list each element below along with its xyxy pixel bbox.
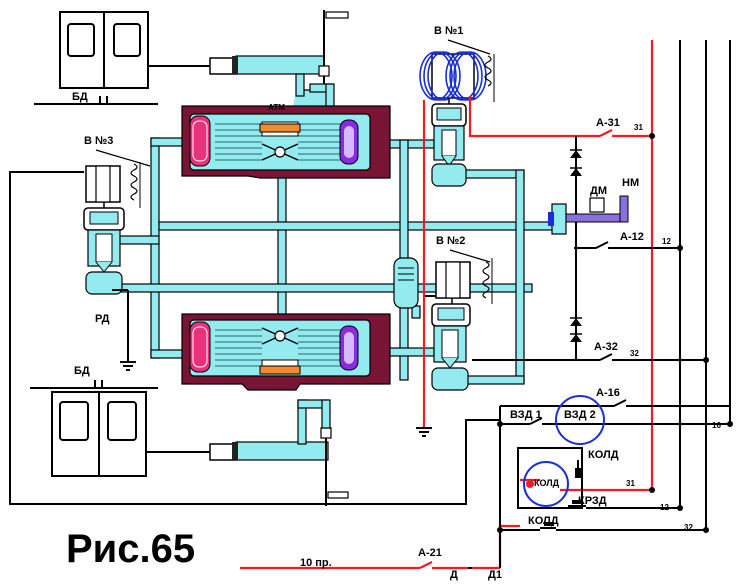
door-bottom: БД [30, 365, 210, 477]
wire-31-a: 31 [634, 123, 643, 132]
diaphragm-unit-top: АТМ [181, 103, 391, 179]
kold-coil-label: КОЛД [534, 478, 560, 488]
wire-32-a: 32 [630, 349, 639, 358]
v2-label: В №2 [436, 235, 465, 247]
kold-top-label: КОЛД [588, 449, 619, 461]
pressure-gauge: ДМ НМ [548, 177, 639, 235]
nm-label: НМ [622, 177, 639, 189]
a31-label: А-31 [596, 117, 620, 129]
krzd-label: КРЗД [578, 495, 607, 507]
vzd2-coil [555, 395, 605, 445]
red-circuit [240, 40, 654, 570]
valve-v3: В №3 [83, 135, 151, 295]
door-top: БД [34, 11, 210, 105]
reservoir [393, 257, 419, 309]
bd-bottom-label: БД [74, 365, 90, 377]
wire-12-b: 12 [660, 503, 669, 512]
a12-label: А-12 [620, 231, 644, 243]
a32-label: А-32 [594, 341, 618, 353]
rd-label: РД [95, 313, 110, 325]
kold-coil [523, 461, 569, 507]
kold-bottom-label: КОЛД [528, 515, 559, 527]
wire-32-b: 32 [684, 523, 693, 532]
bd-top-label: БД [72, 91, 88, 103]
valve-v2: В №2 [423, 235, 493, 391]
pr10-label: 10 пр. [300, 557, 332, 569]
v1-label: В №1 [434, 25, 463, 37]
a21-label: А-21 [418, 547, 442, 559]
outer-loop-wire [9, 171, 500, 505]
atm-label: АТМ [268, 103, 285, 112]
d1-label: Д1 [488, 569, 502, 581]
dm-label: ДМ [590, 185, 607, 197]
vzd2-label: ВЗД 2 [564, 409, 596, 421]
valve-v1: В №1 [419, 25, 495, 187]
d-label: Д [450, 569, 458, 581]
wire-16: 16 [712, 421, 721, 430]
a16-label: А-16 [596, 387, 620, 399]
wire-31-b: 31 [626, 479, 635, 488]
control-wires [472, 40, 733, 568]
v3-label: В №3 [84, 135, 113, 147]
figure-caption: Рис.65 [66, 527, 195, 571]
rd-ground: РД [95, 289, 136, 371]
diaphragm-unit-bottom [181, 313, 391, 391]
cylinder-bottom [209, 399, 349, 506]
wire-12-a: 12 [662, 237, 671, 246]
vzd1-label: ВЗД 1 [510, 409, 542, 421]
